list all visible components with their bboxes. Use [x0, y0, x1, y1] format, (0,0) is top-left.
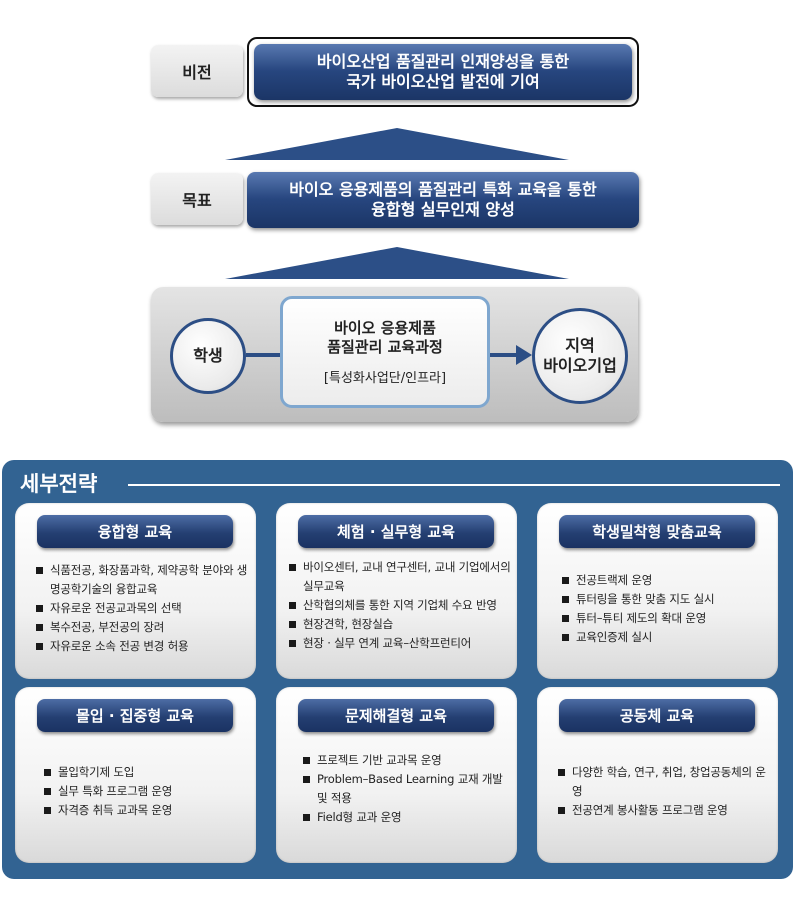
vision-banner: 바이오산업 품질관리 인재양성을 통한 국가 바이오산업 발전에 기여	[254, 44, 632, 100]
card-header: 학생밀착형 맞춤교육	[559, 515, 755, 548]
card-header: 융합형 교육	[37, 515, 233, 548]
curriculum-title-1: 바이오 응용제품	[334, 318, 436, 337]
card-item-list: 프로젝트 기반 교과목 운영 Problem–Based Learning 교재…	[302, 751, 507, 827]
list-item: 전공트랙제 운영	[561, 571, 771, 590]
list-item: 산학협의체를 통한 지역 기업체 수요 반영	[288, 596, 513, 615]
strategy-card-immersive: 몰입 · 집중형 교육 몰입학기제 도입 실무 특화 프로그램 운영 자격증 취…	[15, 687, 256, 863]
list-item: Problem–Based Learning 교재 개발 및 적용	[302, 770, 507, 808]
region-company-circle: 지역 바이오기업	[532, 308, 628, 404]
goal-label: 목표	[151, 173, 243, 225]
list-item: 현장 · 실무 연계 교육–산학프런티어	[288, 634, 513, 653]
list-item: Field형 교과 운영	[302, 808, 507, 827]
list-item: 튜터링을 통한 맞춤 지도 실시	[561, 590, 771, 609]
region-label-1: 지역	[565, 336, 595, 355]
student-circle: 학생	[170, 318, 246, 394]
vision-line-1: 바이오산업 품질관리 인재양성을 통한	[316, 52, 570, 71]
card-item-list: 다양한 학습, 연구, 취업, 창업공동체의 운영 전공연계 봉사활동 프로그램…	[557, 763, 775, 820]
strategy-card-convergence: 융합형 교육 식품전공, 화장품과학, 제약공학 분야와 생명공학기술의 융합교…	[15, 503, 256, 679]
strategy-card-community: 공동체 교육 다양한 학습, 연구, 취업, 창업공동체의 운영 전공연계 봉사…	[537, 687, 778, 863]
goal-line-2: 융합형 실무인재 양성	[371, 200, 515, 219]
up-arrow-2	[225, 247, 569, 279]
vision-label-text: 비전	[182, 63, 212, 82]
list-item: 프로젝트 기반 교과목 운영	[302, 751, 507, 770]
list-item: 실무 특화 프로그램 운영	[43, 782, 248, 801]
goal-banner: 바이오 응용제품의 품질관리 특화 교육을 통한 융합형 실무인재 양성	[247, 172, 639, 228]
strategy-card-tailored: 학생밀착형 맞춤교육 전공트랙제 운영 튜터링을 통한 맞춤 지도 실시 튜터–…	[537, 503, 778, 679]
arrow-right-icon	[516, 345, 532, 365]
goal-line-1: 바이오 응용제품의 품질관리 특화 교육을 통한	[289, 180, 597, 199]
card-header: 문제해결형 교육	[298, 699, 494, 732]
student-label: 학생	[193, 346, 223, 365]
vision-label: 비전	[151, 45, 243, 97]
list-item: 복수전공, 부전공의 장려	[35, 618, 255, 637]
curriculum-title-2: 품질관리 교육과정	[327, 337, 443, 356]
card-item-list: 전공트랙제 운영 튜터링을 통한 맞춤 지도 실시 튜터–튜티 제도의 확대 운…	[561, 571, 771, 647]
list-item: 자유로운 소속 전공 변경 허용	[35, 637, 255, 656]
list-item: 식품전공, 화장품과학, 제약공학 분야와 생명공학기술의 융합교육	[35, 561, 255, 599]
list-item: 다양한 학습, 연구, 취업, 창업공동체의 운영	[557, 763, 775, 801]
card-header: 공동체 교육	[559, 699, 755, 732]
card-item-list: 식품전공, 화장품과학, 제약공학 분야와 생명공학기술의 융합교육 자유로운 …	[35, 561, 255, 656]
region-label-2: 바이오기업	[543, 356, 617, 375]
card-header: 체험 · 실무형 교육	[298, 515, 494, 548]
strategy-card-problem-solving: 문제해결형 교육 프로젝트 기반 교과목 운영 Problem–Based Le…	[276, 687, 517, 863]
list-item: 바이오센터, 교내 연구센터, 교내 기업에서의 실무교육	[288, 558, 513, 596]
strategy-title-rule	[128, 484, 780, 486]
vision-line-2: 국가 바이오산업 발전에 기여	[346, 72, 540, 91]
strategy-title: 세부전략	[20, 472, 98, 496]
curriculum-subtitle: [특성화사업단/인프라]	[323, 370, 447, 386]
card-item-list: 바이오센터, 교내 연구센터, 교내 기업에서의 실무교육 산학협의체를 통한 …	[288, 558, 513, 653]
list-item: 튜터–튜티 제도의 확대 운영	[561, 609, 771, 628]
strategy-card-practical: 체험 · 실무형 교육 바이오센터, 교내 연구센터, 교내 기업에서의 실무교…	[276, 503, 517, 679]
up-arrow-1	[225, 128, 569, 160]
curriculum-box: 바이오 응용제품 품질관리 교육과정 [특성화사업단/인프라]	[280, 296, 490, 408]
list-item: 전공연계 봉사활동 프로그램 운영	[557, 801, 775, 820]
list-item: 교육인증제 실시	[561, 628, 771, 647]
list-item: 자격증 취득 교과목 운영	[43, 801, 248, 820]
list-item: 몰입학기제 도입	[43, 763, 248, 782]
card-header: 몰입 · 집중형 교육	[37, 699, 233, 732]
card-item-list: 몰입학기제 도입 실무 특화 프로그램 운영 자격증 취득 교과목 운영	[43, 763, 248, 820]
list-item: 자유로운 전공교과목의 선택	[35, 599, 255, 618]
goal-label-text: 목표	[182, 191, 212, 210]
list-item: 현장견학, 현장실습	[288, 615, 513, 634]
